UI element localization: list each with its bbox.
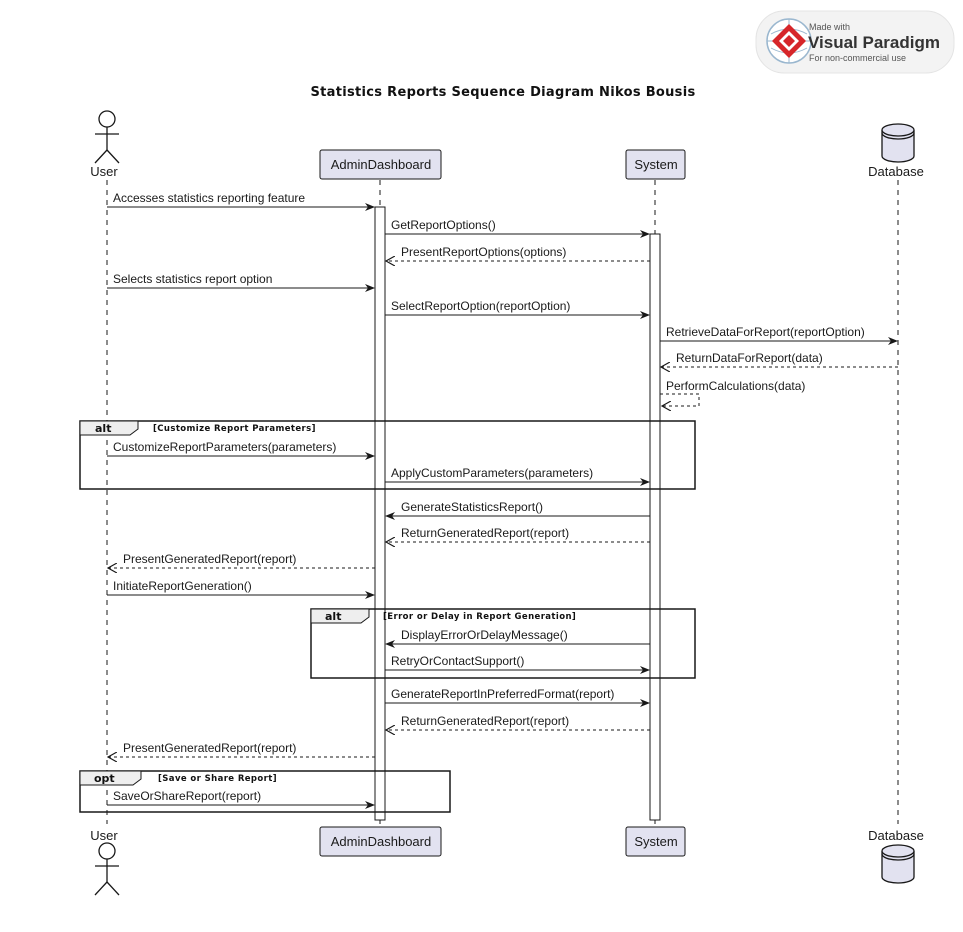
message-18: ReturnGeneratedReport(report) bbox=[386, 714, 650, 730]
actor-icon bbox=[94, 110, 120, 164]
participant-label-admin-bottom: AdminDashboard bbox=[331, 834, 431, 849]
message-label: ReturnGeneratedReport(report) bbox=[401, 714, 569, 728]
visual-paradigm-logo-icon bbox=[766, 18, 812, 64]
message-label: ReturnGeneratedReport(report) bbox=[401, 526, 569, 540]
participant-label-user: User bbox=[90, 164, 118, 179]
message-label: Accesses statistics reporting feature bbox=[113, 191, 305, 205]
message-5: SelectReportOption(reportOption) bbox=[385, 299, 650, 319]
message-label: DisplayErrorOrDelayMessage() bbox=[401, 628, 568, 642]
database-icon bbox=[881, 123, 915, 163]
participant-label-database-bottom: Database bbox=[868, 828, 924, 843]
message-19: PresentGeneratedReport(report) bbox=[108, 741, 375, 757]
message-16: RetryOrContactSupport() bbox=[385, 654, 650, 674]
message-12: ReturnGeneratedReport(report) bbox=[386, 526, 650, 542]
fragment-guard: [Customize Report Parameters] bbox=[153, 424, 316, 434]
message-label: CustomizeReportParameters(parameters) bbox=[113, 440, 336, 454]
message-label: SelectReportOption(reportOption) bbox=[391, 299, 570, 313]
message-label: Selects statistics report option bbox=[113, 272, 272, 286]
message-label: PresentReportOptions(options) bbox=[401, 245, 566, 259]
message-label: SaveOrShareReport(report) bbox=[113, 789, 261, 803]
message-4: Selects statistics report option bbox=[107, 272, 375, 292]
diagram-title: Statistics Reports Sequence Diagram Niko… bbox=[310, 85, 695, 100]
actor-icon bbox=[94, 842, 120, 896]
message-arrow bbox=[660, 393, 700, 406]
activation-system bbox=[649, 233, 661, 821]
message-15: DisplayErrorOrDelayMessage() bbox=[385, 628, 650, 648]
message-11: GenerateStatisticsReport() bbox=[385, 500, 650, 520]
message-9: CustomizeReportParameters(parameters) bbox=[107, 440, 375, 460]
message-label: RetryOrContactSupport() bbox=[391, 654, 524, 668]
message-1: Accesses statistics reporting feature bbox=[107, 191, 375, 211]
message-10: ApplyCustomParameters(parameters) bbox=[385, 466, 650, 486]
participant-admin-top: AdminDashboard bbox=[319, 149, 442, 180]
participant-system-top: System bbox=[625, 149, 686, 180]
message-13: PresentGeneratedReport(report) bbox=[108, 552, 375, 568]
message-7: ReturnDataForReport(data) bbox=[661, 351, 898, 367]
message-label: RetrieveDataForReport(reportOption) bbox=[666, 325, 865, 339]
visual-paradigm-watermark: Made with Visual Paradigm For non-commer… bbox=[755, 10, 955, 74]
fragment-keyword: opt bbox=[94, 772, 115, 785]
participant-label-system: System bbox=[634, 157, 677, 172]
messages: Accesses statistics reporting featureGet… bbox=[107, 191, 898, 809]
message-8: PerformCalculations(data) bbox=[660, 379, 805, 406]
watermark-line3: For non-commercial use bbox=[809, 53, 906, 63]
message-label: PresentGeneratedReport(report) bbox=[123, 741, 296, 755]
participant-database-bottom: Database bbox=[868, 828, 924, 884]
participant-label-system-bottom: System bbox=[634, 834, 677, 849]
participant-label-admin: AdminDashboard bbox=[331, 157, 431, 172]
message-6: RetrieveDataForReport(reportOption) bbox=[660, 325, 898, 345]
database-icon bbox=[881, 844, 915, 884]
message-label: PresentGeneratedReport(report) bbox=[123, 552, 296, 566]
participant-database-top: Database bbox=[868, 123, 924, 179]
participant-system-bottom: System bbox=[625, 826, 686, 857]
message-label: GenerateReportInPreferredFormat(report) bbox=[391, 687, 614, 701]
message-3: PresentReportOptions(options) bbox=[386, 245, 650, 261]
message-label: PerformCalculations(data) bbox=[666, 379, 805, 393]
message-17: GenerateReportInPreferredFormat(report) bbox=[385, 687, 650, 707]
participant-user-top: User bbox=[90, 110, 120, 179]
fragment-opt-save: opt [Save or Share Report] bbox=[79, 770, 451, 813]
message-14: InitiateReportGeneration() bbox=[107, 579, 375, 599]
message-label: GenerateStatisticsReport() bbox=[401, 500, 543, 514]
watermark-line1: Made with bbox=[809, 22, 850, 32]
fragment-alt-error: alt [Error or Delay in Report Generation… bbox=[310, 608, 696, 679]
activation-admin bbox=[374, 206, 386, 821]
participant-user-bottom: User bbox=[90, 828, 120, 896]
message-20: SaveOrShareReport(report) bbox=[107, 789, 375, 809]
message-2: GetReportOptions() bbox=[385, 218, 650, 238]
participant-label-user-bottom: User bbox=[90, 828, 118, 843]
message-label: ApplyCustomParameters(parameters) bbox=[391, 466, 593, 480]
participant-label-database: Database bbox=[868, 164, 924, 179]
fragment-guard: [Error or Delay in Report Generation] bbox=[383, 612, 576, 622]
message-label: ReturnDataForReport(data) bbox=[676, 351, 823, 365]
fragment-keyword: alt bbox=[325, 610, 341, 623]
fragment-keyword: alt bbox=[95, 422, 111, 435]
message-label: GetReportOptions() bbox=[391, 218, 496, 232]
fragment-alt-customize: alt [Customize Report Parameters] bbox=[79, 420, 696, 490]
fragment-guard: [Save or Share Report] bbox=[158, 774, 277, 784]
participant-admin-bottom: AdminDashboard bbox=[319, 826, 442, 857]
watermark-line2: Visual Paradigm bbox=[808, 33, 940, 52]
message-label: InitiateReportGeneration() bbox=[113, 579, 252, 593]
